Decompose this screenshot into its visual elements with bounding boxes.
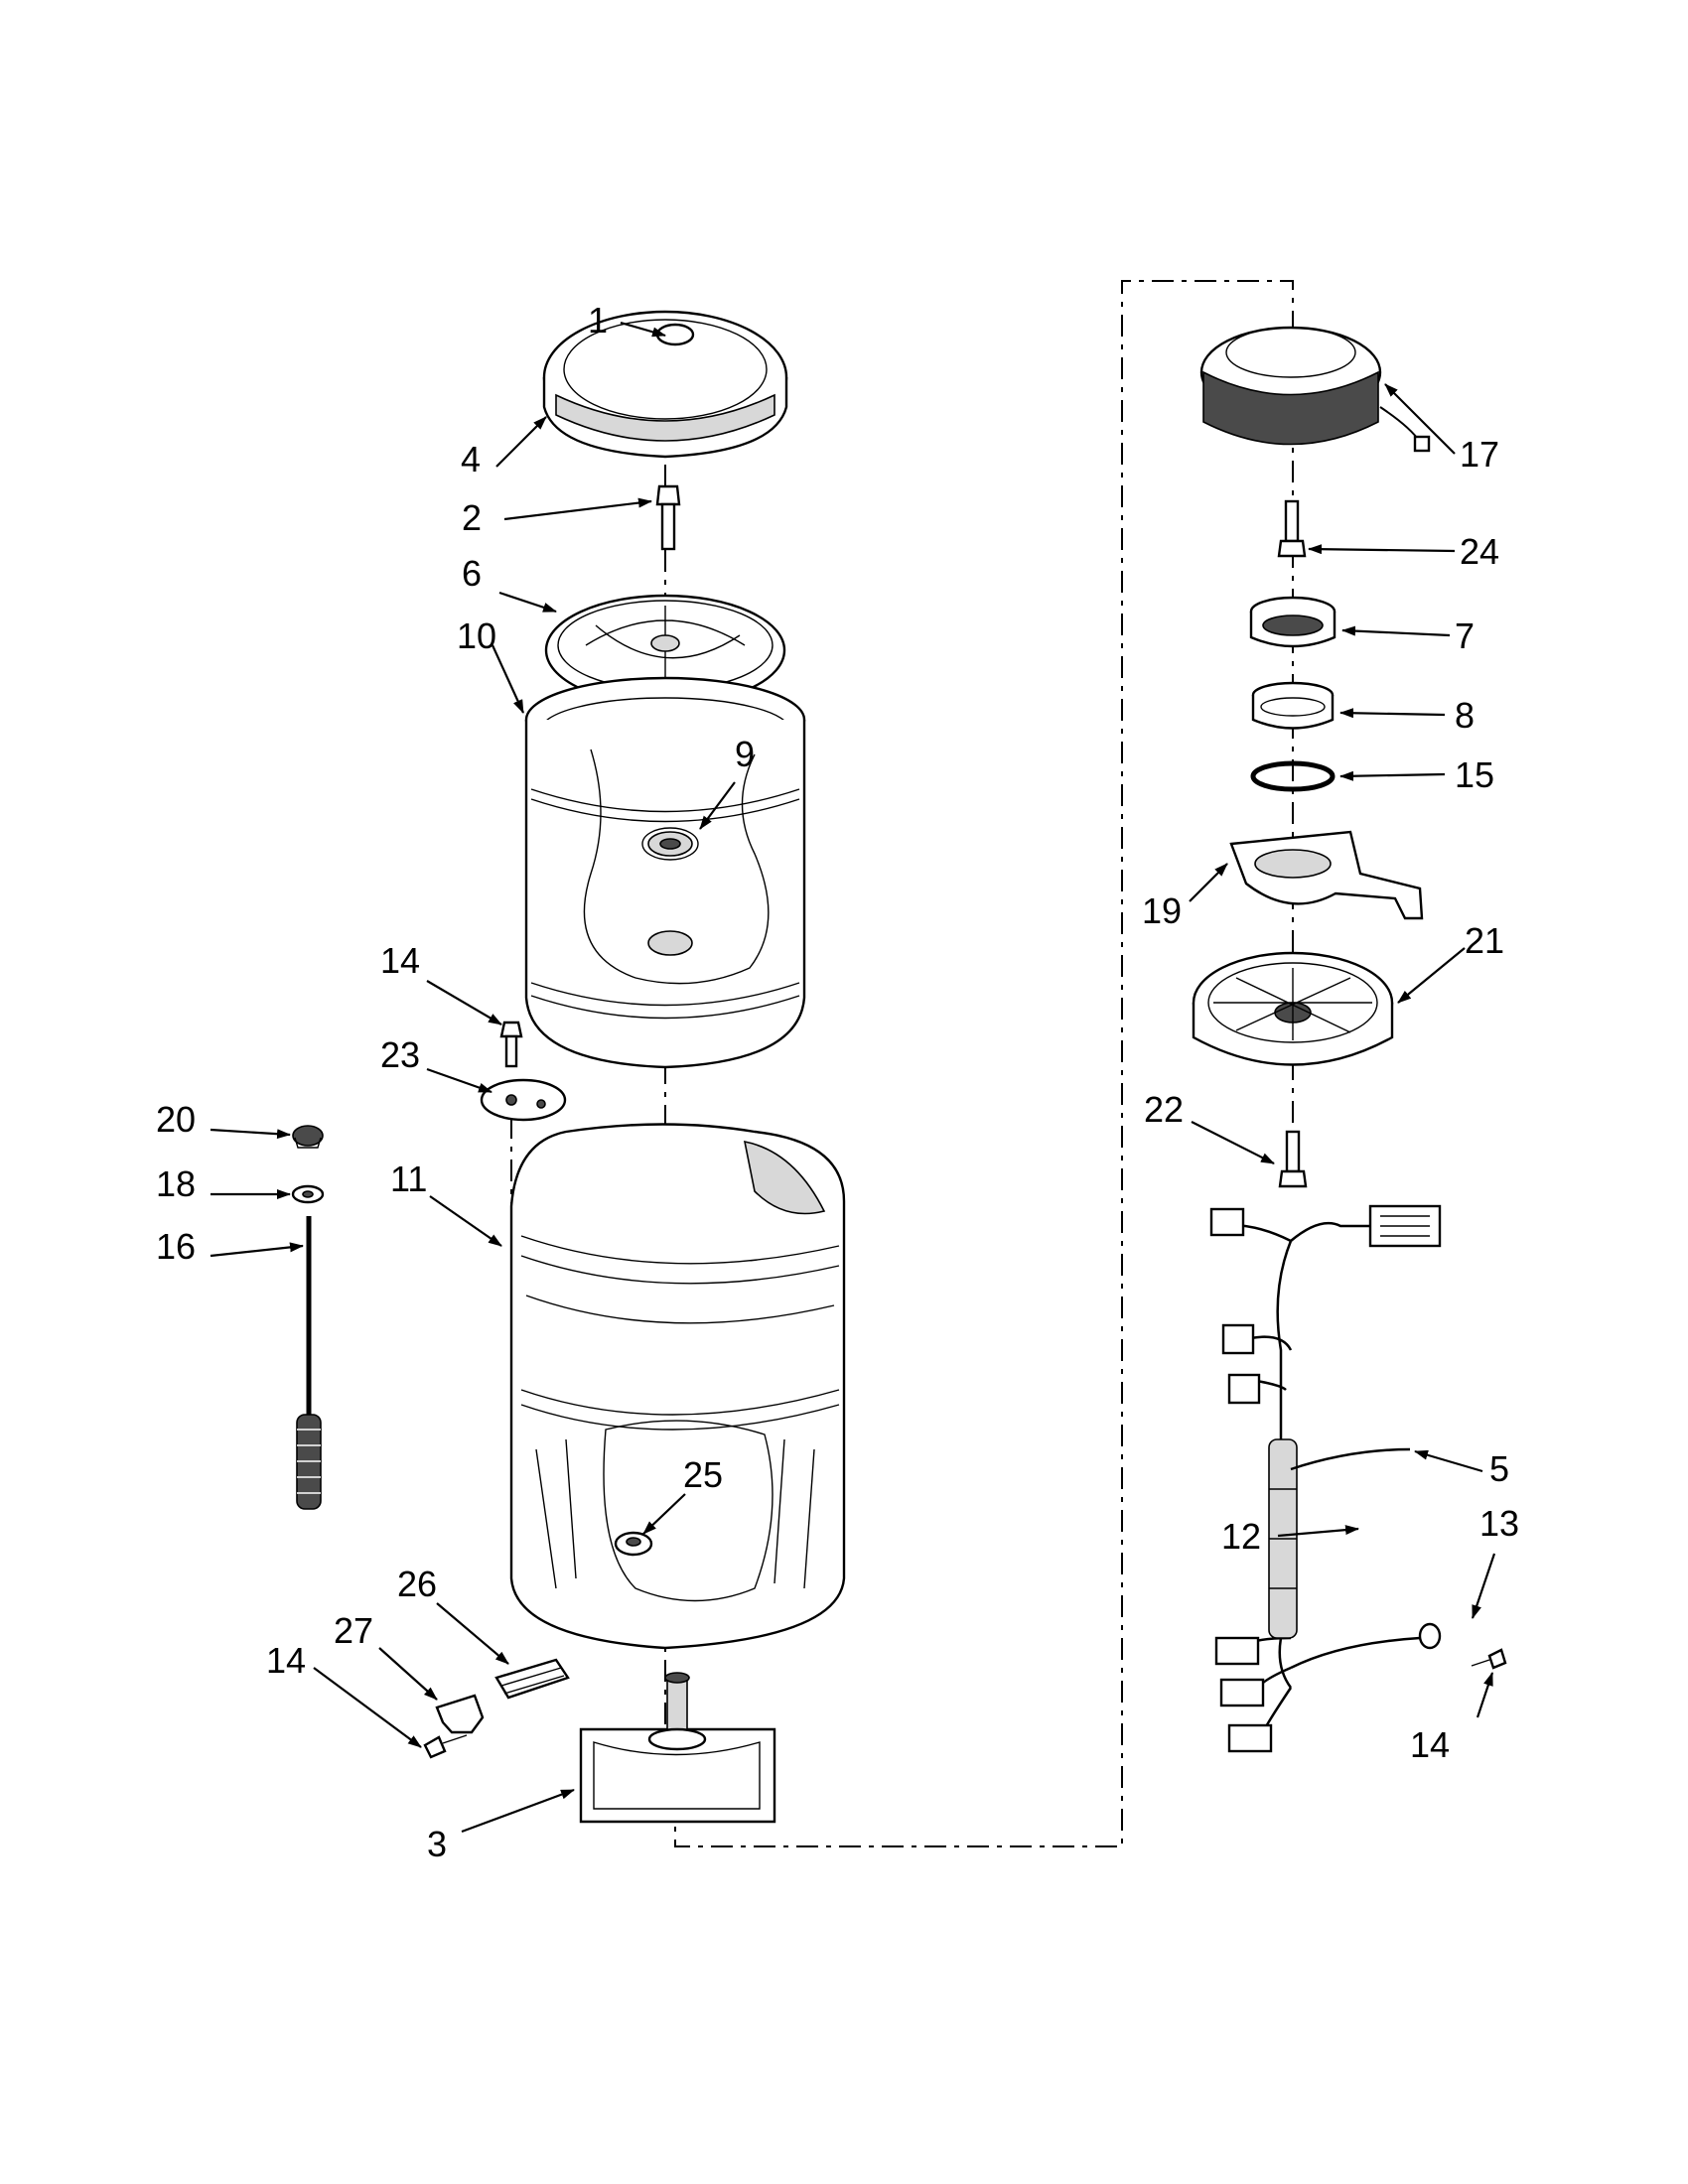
callout-9[interactable]: 9 (735, 734, 755, 774)
callout-8[interactable]: 8 (1455, 695, 1475, 736)
callout-21[interactable]: 21 (1465, 920, 1504, 961)
callout-2[interactable]: 2 (462, 497, 482, 538)
part-18-damper-washer[interactable] (291, 1184, 325, 1204)
callout-4[interactable]: 4 (461, 439, 481, 479)
callout-16[interactable]: 16 (156, 1226, 196, 1267)
callout-25[interactable]: 25 (683, 1454, 723, 1495)
leader-lines (210, 321, 1496, 1834)
callout-3[interactable]: 3 (427, 1824, 447, 1864)
part-14-screw-upper[interactable] (499, 1021, 523, 1068)
part-3-mounting-plate[interactable] (579, 1672, 776, 1824)
part-23-bracket[interactable] (480, 1078, 567, 1122)
callout-20[interactable]: 20 (156, 1099, 196, 1140)
part-9-bearing[interactable] (641, 827, 699, 861)
part-10-wash-basket[interactable] (524, 676, 806, 1069)
callout-26[interactable]: 26 (397, 1564, 437, 1604)
callout-13[interactable]: 13 (1479, 1503, 1519, 1544)
callout-14-lower-left[interactable]: 14 (266, 1640, 306, 1681)
callout-19[interactable]: 19 (1142, 890, 1182, 931)
callout-7[interactable]: 7 (1455, 615, 1475, 656)
part-5-harness-tube[interactable] (1290, 1447, 1411, 1471)
part-25-fitting[interactable] (614, 1531, 653, 1557)
part-20-damper-cap[interactable] (292, 1125, 324, 1149)
part-11-outer-tub[interactable] (509, 1123, 846, 1650)
part-8-hub-ring[interactable] (1251, 681, 1335, 730)
part-4-balance-ring[interactable] (542, 310, 788, 459)
part-19-sensor-bracket[interactable] (1229, 830, 1424, 920)
part-12-wire-harness[interactable] (1209, 1204, 1442, 1753)
part-21-rotor[interactable] (1192, 951, 1394, 1066)
callout-5[interactable]: 5 (1489, 1448, 1509, 1489)
callout-15[interactable]: 15 (1455, 754, 1494, 795)
callout-17[interactable]: 17 (1460, 434, 1499, 475)
callout-23[interactable]: 23 (380, 1034, 420, 1075)
part-14-screw-lower-left[interactable] (423, 1734, 468, 1759)
part-22-bolt[interactable] (1278, 1130, 1308, 1188)
callout-22[interactable]: 22 (1144, 1089, 1184, 1130)
part-7-bearing[interactable] (1249, 596, 1336, 648)
part-15-snap-ring[interactable] (1250, 760, 1336, 792)
callout-12[interactable]: 12 (1221, 1516, 1261, 1557)
callout-11[interactable]: 11 (390, 1159, 427, 1199)
callout-24[interactable]: 24 (1460, 531, 1499, 572)
callout-6[interactable]: 6 (462, 553, 482, 594)
callout-18[interactable]: 18 (156, 1163, 196, 1204)
callout-14-right[interactable]: 14 (1410, 1724, 1450, 1765)
part-13-harness-clamp[interactable] (1290, 1622, 1442, 1670)
callout-1[interactable]: 1 (588, 300, 608, 341)
callout-10[interactable]: 10 (457, 615, 496, 656)
callout-labels: 1 4 2 6 10 9 14 23 20 18 16 11 25 26 27 … (156, 300, 1519, 1864)
part-27-clip[interactable] (435, 1694, 485, 1734)
callout-14-upper[interactable]: 14 (380, 940, 420, 981)
part-26-heater-bracket[interactable] (494, 1658, 570, 1700)
callout-27[interactable]: 27 (334, 1610, 373, 1651)
part-2-bolt[interactable] (655, 484, 681, 551)
part-17-stator[interactable] (1199, 326, 1431, 453)
part-16-suspension-rod[interactable] (296, 1216, 322, 1510)
part-14-screw-right[interactable] (1471, 1648, 1507, 1670)
part-24-bolt[interactable] (1277, 499, 1307, 558)
